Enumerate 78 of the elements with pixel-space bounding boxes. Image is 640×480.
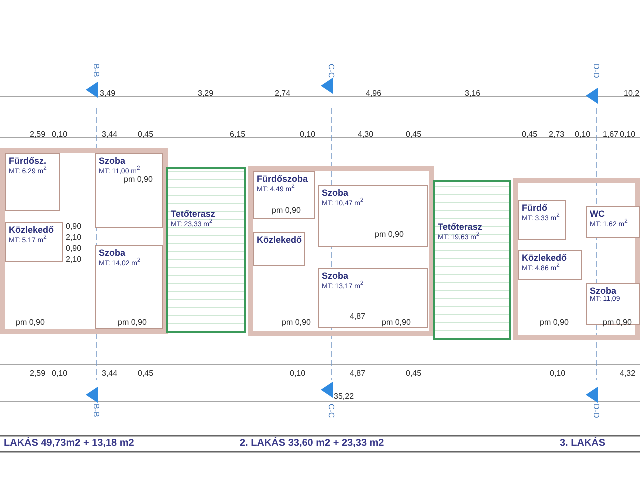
terrace-area: [166, 167, 246, 333]
dimension-value: 2,59: [30, 369, 46, 378]
sill-height-note: pm 0,90: [272, 206, 301, 215]
section-mark: C-C: [327, 64, 336, 78]
room-name: Fürdőszoba: [257, 174, 309, 184]
room-area: [318, 268, 428, 328]
dimension-value: 4,30: [358, 130, 374, 139]
dimension-value: 2,10: [66, 233, 82, 242]
dimension-value: 3,44: [102, 130, 118, 139]
dimension-value: 10,2: [624, 89, 640, 98]
dimension-value: 0,45: [138, 130, 154, 139]
room-name: Fürdősz.: [9, 156, 48, 166]
room-name: Fürdő: [522, 203, 548, 213]
room-name: Szoba: [99, 156, 127, 166]
dimension-value: 3,16: [465, 89, 481, 98]
dimension-value: 6,15: [230, 130, 246, 139]
dimension-value: 0,10: [575, 130, 591, 139]
room-name: Szoba: [590, 286, 618, 296]
dimension-value: 0,10: [290, 369, 306, 378]
dimension-value: 2,59: [30, 130, 46, 139]
dimension-value: 0,10: [550, 369, 566, 378]
room-name: Szoba: [322, 271, 350, 281]
room-name: WC: [590, 209, 606, 219]
sill-height-note: pm 0,90: [118, 318, 147, 327]
dimension-value: 4,87: [350, 312, 366, 321]
room-name: Közlekedő: [9, 225, 56, 235]
dimension-value: 4,96: [366, 89, 382, 98]
dimension-value: 3,49: [100, 89, 116, 98]
dimension-value: 2,73: [549, 130, 565, 139]
room-area: [95, 153, 163, 228]
dimension-value: 0,10: [52, 130, 68, 139]
room-name: Közlekedő: [522, 253, 568, 263]
room-area: [586, 283, 640, 325]
dimension-value: 4,32: [620, 369, 636, 378]
dimension-value: 3,44: [102, 369, 118, 378]
sill-height-note: pm 0,90: [124, 175, 153, 184]
sill-height-note: pm 0,90: [16, 318, 45, 327]
dimension-value: 0,10: [300, 130, 316, 139]
unit-summary: 2. LAKÁS 33,60 m2 + 23,33 m2: [240, 438, 384, 450]
sill-height-note: pm 0,90: [540, 318, 569, 327]
sill-height-note: pm 0,90: [375, 230, 404, 239]
room-name: Közlekedő: [257, 235, 301, 245]
dimension-value: 0,45: [406, 369, 422, 378]
section-mark: C-C: [327, 404, 336, 418]
dimension-value: 0,90: [66, 222, 82, 231]
dimension-value: 0,45: [138, 369, 154, 378]
unit-summary: 3. LAKÁS: [560, 438, 606, 450]
unit-summary: LAKÁS 49,73m2 + 13,18 m2: [4, 438, 134, 450]
room-area: [518, 250, 582, 280]
room-area: [586, 206, 640, 238]
sill-height-note: pm 0,90: [382, 318, 411, 327]
dimension-value: 1,67: [603, 130, 619, 139]
section-mark: B-B: [92, 404, 101, 418]
dimension-value: 4,87: [350, 369, 366, 378]
section-mark: B-B: [92, 64, 101, 78]
dimension-value: 0,45: [406, 130, 422, 139]
dimension-value: 2,74: [275, 89, 291, 98]
terrace-area: [433, 180, 511, 340]
dimension-value: 0,45: [522, 130, 538, 139]
dimension-value: 2,10: [66, 255, 82, 264]
dimension-value: 0,10: [52, 369, 68, 378]
room-name: Tetőterasz: [438, 222, 484, 232]
dimension-value: 0,90: [66, 244, 82, 253]
room-area: [253, 171, 315, 219]
room-area: [518, 200, 566, 240]
room-area: [95, 245, 163, 329]
room-name: Szoba: [99, 248, 127, 258]
dimension-value: 35,22: [334, 392, 354, 401]
dimension-value: 3,29: [198, 89, 214, 98]
section-mark: D-D: [592, 64, 601, 78]
room-area: [318, 185, 428, 247]
room-area: [253, 232, 305, 266]
room-area: [5, 153, 60, 211]
room-area: [5, 222, 63, 262]
room-name: Szoba: [322, 188, 350, 198]
dimension-value: 0,10: [620, 130, 636, 139]
section-mark: D-D: [592, 404, 601, 418]
room-name: Tetőterasz: [171, 209, 216, 219]
